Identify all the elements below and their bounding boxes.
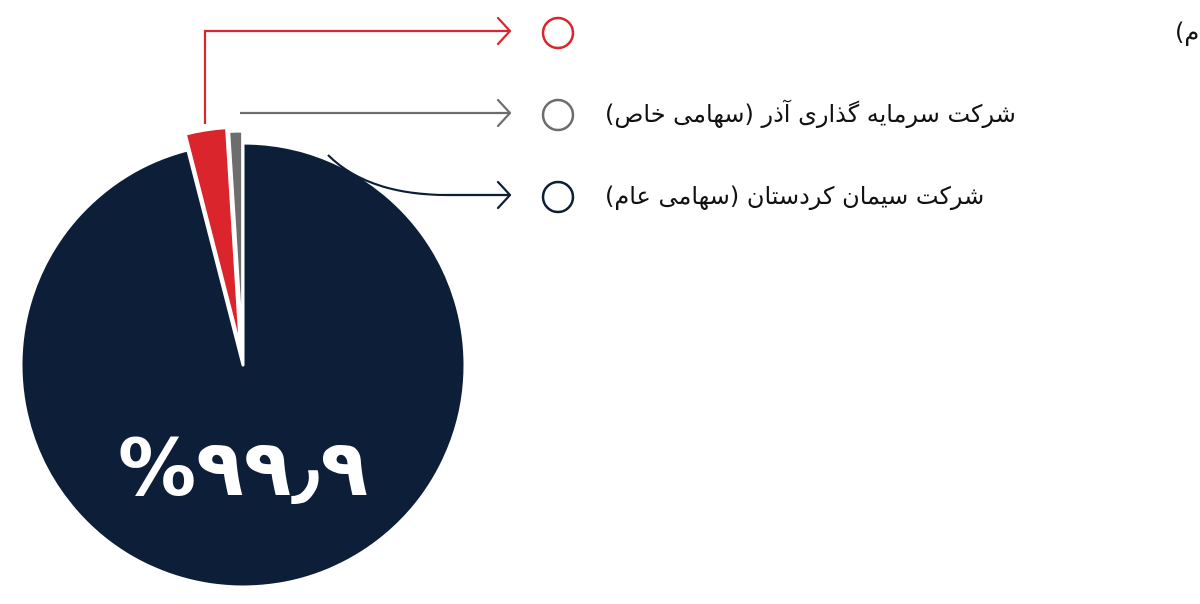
legend-marker-0	[541, 180, 575, 214]
pie-slice-2	[227, 129, 245, 355]
legend-label-2: شرکت سرمایه گذاری آذر (سهامی خاص)	[605, 99, 1016, 128]
leader-arrow-0	[496, 180, 512, 210]
leader-line-0	[327, 154, 510, 197]
leader-line-1	[203, 29, 510, 124]
legend-label-1: شرکت توسعه سرمایه و صنعت غدیر (سهامی عام…	[1175, 18, 1200, 46]
legend-label-0: شرکت سیمان کردستان (سهامی عام)	[605, 182, 984, 210]
pie-slice-0	[19, 141, 467, 589]
leader-arrow-1	[496, 16, 512, 46]
pie-slice-label-0: %۹۹٫۹	[118, 424, 368, 514]
leader-arrow-2	[496, 98, 512, 128]
legend-marker-1	[541, 16, 575, 50]
pie-slice-1	[183, 126, 242, 351]
legend-marker-2	[541, 98, 575, 132]
